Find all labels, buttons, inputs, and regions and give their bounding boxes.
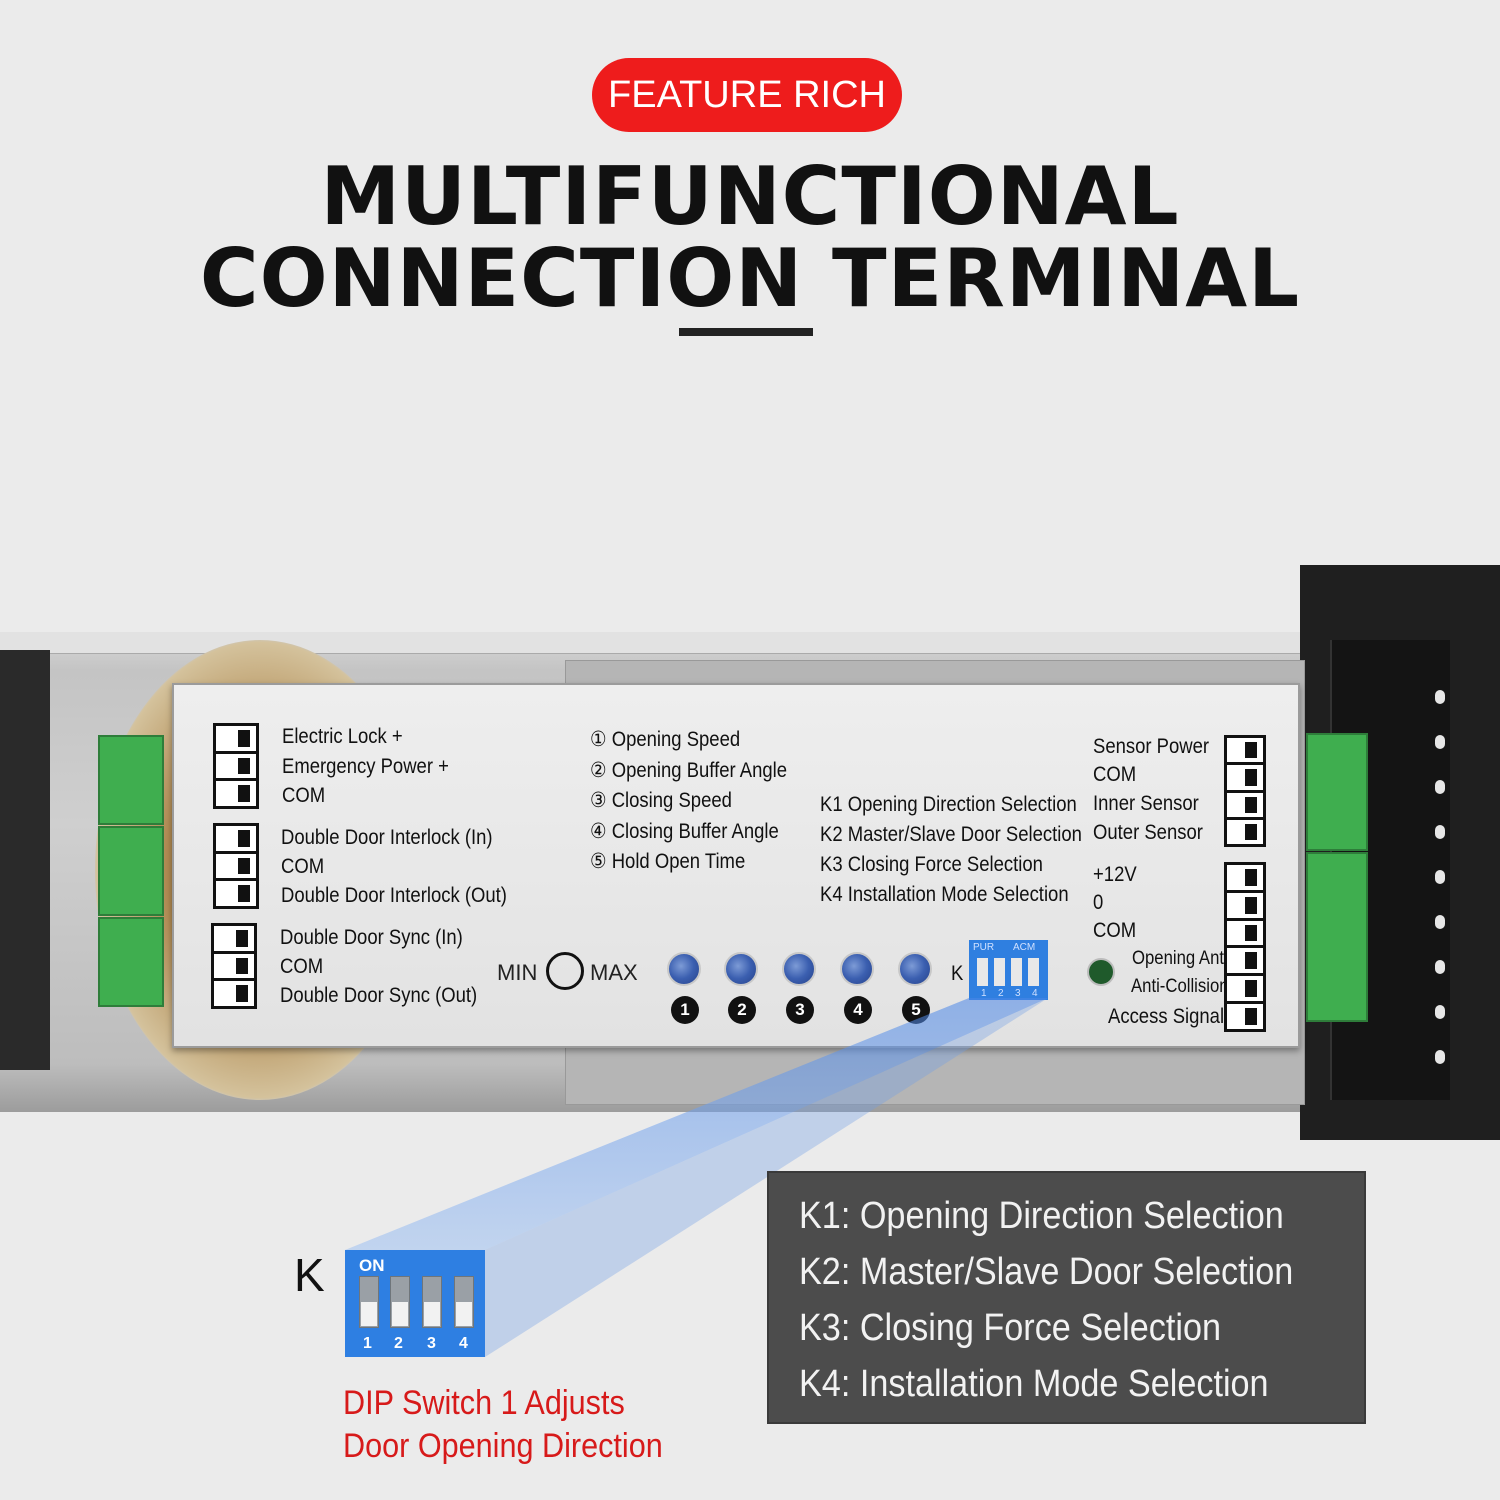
dip-top-label: PUR <box>973 942 995 953</box>
housing-hole <box>1435 690 1445 704</box>
potentiometer-knob-5[interactable] <box>898 952 932 986</box>
max-label: MAX <box>590 960 638 985</box>
knob-number-5: 5 <box>902 996 930 1024</box>
title-line-2: CONNECTION TERMINAL <box>199 232 1301 325</box>
label-k3: K3 Closing Force Selection <box>820 853 1043 876</box>
housing-hole <box>1435 735 1445 749</box>
label-access-signal: Access Signal <box>1108 1005 1225 1028</box>
label-anti-collision: Anti-Collision <box>1131 976 1229 997</box>
control-panel <box>172 683 1300 1048</box>
label-interlock-out: Double Door Interlock (Out) <box>281 884 507 907</box>
title-line-1: MULTIFUNCTIONAL <box>320 150 1180 243</box>
label-sync-out: Double Door Sync (Out) <box>280 984 478 1007</box>
terminal-icon-interlock-group <box>213 823 259 909</box>
label-interlock-in: Double Door Interlock (In) <box>281 826 493 849</box>
knob-number-2: 2 <box>728 996 756 1024</box>
legend-item-k1: K1: Opening Direction Selection <box>799 1195 1284 1237</box>
label-k4: K4 Installation Mode Selection <box>820 883 1069 906</box>
switch-number-2: 2 <box>394 1335 403 1352</box>
terminal-icon-sync-group <box>211 923 257 1009</box>
green-terminal-block-left-3 <box>98 917 164 1007</box>
label-opening-buffer-angle: ② Opening Buffer Angle <box>590 759 788 782</box>
label-opening-speed: ① Opening Speed <box>590 728 741 751</box>
legend-item-k2: K2: Master/Slave Door Selection <box>799 1251 1294 1293</box>
dip-switch-zoom: ON 1 2 3 4 <box>345 1250 485 1357</box>
feature-rich-badge: FEATURE RICH <box>592 58 902 132</box>
housing-hole <box>1435 1005 1445 1019</box>
potentiometer-knob-4[interactable] <box>840 952 874 986</box>
label-com: COM <box>280 955 324 978</box>
label-com: COM <box>281 855 325 878</box>
terminal-icon-sensor-group <box>1224 735 1266 847</box>
k-label-panel: K <box>951 962 964 985</box>
legend-item-k3: K3: Closing Force Selection <box>799 1307 1222 1349</box>
label-sensor-power: Sensor Power <box>1093 735 1210 758</box>
dip-top-label: ACM <box>1013 942 1036 953</box>
switch-number-4: 4 <box>459 1335 468 1352</box>
label-com: COM <box>1093 763 1137 786</box>
knob-number-3: 3 <box>786 996 814 1024</box>
left-end-cap <box>0 650 50 1070</box>
on-label: ON <box>359 1256 385 1275</box>
title-underline <box>679 328 813 336</box>
green-terminal-block-left-1 <box>98 735 164 825</box>
terminal-icon-lock-group <box>213 723 259 809</box>
housing-hole <box>1435 960 1445 974</box>
label-electric-lock: Electric Lock + <box>282 725 403 748</box>
label-closing-buffer-angle: ④ Closing Buffer Angle <box>590 820 779 843</box>
label-emergency-power: Emergency Power + <box>282 755 449 778</box>
dip-caption-line-2: Door Opening Direction <box>343 1427 663 1465</box>
label-outer-sensor: Outer Sensor <box>1093 821 1203 844</box>
housing-hole <box>1435 780 1445 794</box>
k-switch-legend: K1: Opening Direction Selection K2: Mast… <box>767 1171 1366 1424</box>
green-terminal-block-left-2 <box>98 826 164 916</box>
switch-number-1: 1 <box>363 1335 372 1352</box>
housing-hole <box>1435 915 1445 929</box>
label-closing-speed: ③ Closing Speed <box>590 789 732 812</box>
potentiometer-knob-1[interactable] <box>667 952 701 986</box>
switch-number-3: 3 <box>427 1335 436 1352</box>
label-12v: +12V <box>1093 863 1137 886</box>
legend-item-k4: K4: Installation Mode Selection <box>799 1363 1269 1405</box>
label-zero: 0 <box>1093 891 1104 914</box>
dip-switch-panel[interactable]: PUR ACM 1 2 3 4 <box>969 940 1048 1000</box>
dip-number: 3 <box>1015 988 1021 999</box>
housing-hole <box>1435 1050 1445 1064</box>
green-terminal-block-right-2 <box>1306 852 1368 1022</box>
potentiometer-knob-2[interactable] <box>724 952 758 986</box>
terminal-icon-power-group <box>1224 862 1266 1032</box>
label-inner-sensor: Inner Sensor <box>1093 792 1199 815</box>
label-k2: K2 Master/Slave Door Selection <box>820 823 1082 846</box>
housing-hole <box>1435 870 1445 884</box>
dip-number: 2 <box>998 988 1004 999</box>
potentiometer-knob-3[interactable] <box>782 952 816 986</box>
status-led <box>1087 958 1115 986</box>
label-com: COM <box>1093 919 1137 942</box>
label-k1: K1 Opening Direction Selection <box>820 793 1077 816</box>
rail-top-edge <box>0 632 1500 654</box>
dip-number: 1 <box>981 988 987 999</box>
dip-caption-line-1: DIP Switch 1 Adjusts <box>343 1384 625 1422</box>
knob-number-4: 4 <box>844 996 872 1024</box>
label-com: COM <box>282 784 326 807</box>
dip-number: 4 <box>1032 988 1038 999</box>
green-terminal-block-right-1 <box>1306 733 1368 851</box>
min-label: MIN <box>497 960 538 985</box>
label-hold-open-time: ⑤ Hold Open Time <box>590 850 746 873</box>
dial-icon <box>546 952 584 990</box>
label-opening-anti: Opening Anti- <box>1132 948 1234 969</box>
label-sync-in: Double Door Sync (In) <box>280 926 463 949</box>
housing-hole <box>1435 825 1445 839</box>
k-label-zoom: K <box>294 1249 325 1301</box>
knob-number-1: 1 <box>671 996 699 1024</box>
